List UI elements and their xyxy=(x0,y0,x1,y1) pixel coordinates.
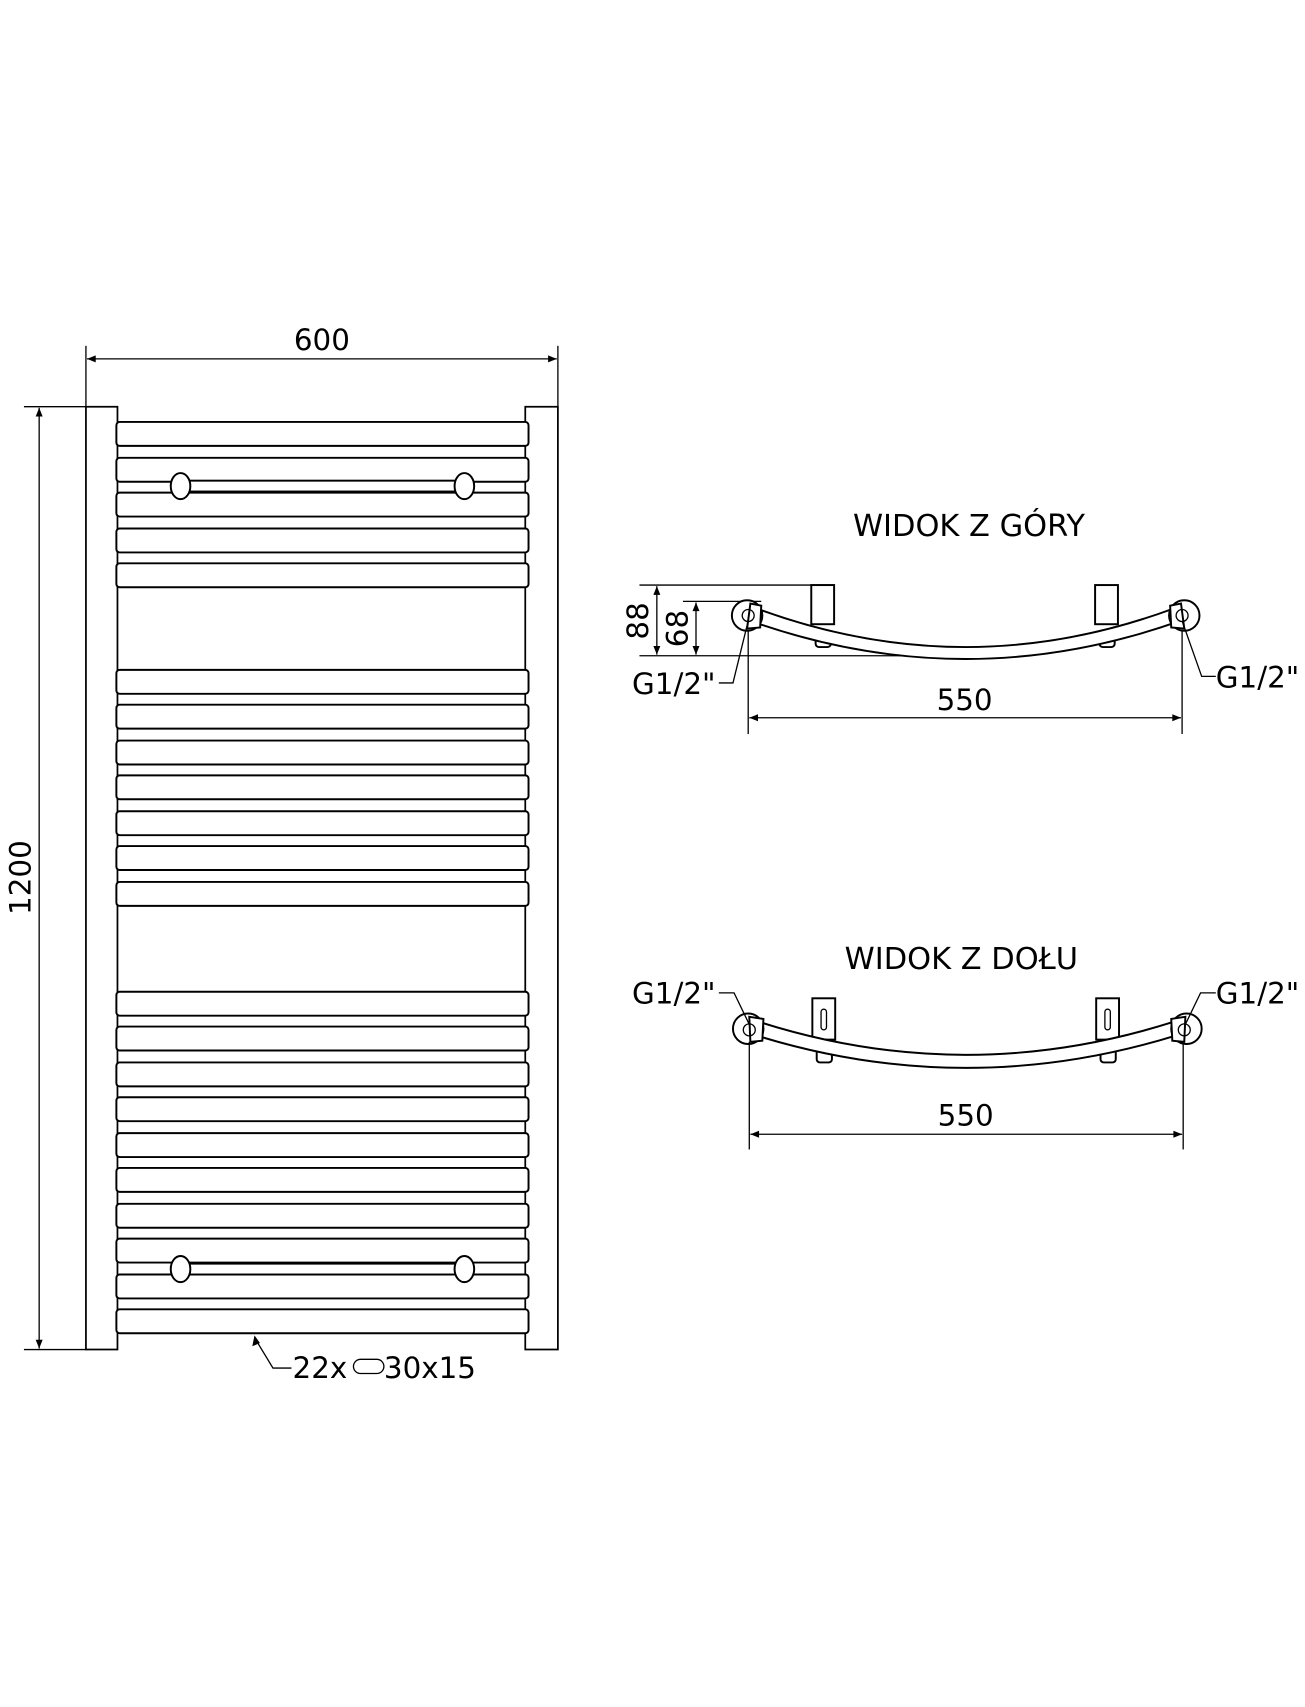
spacing-dimension-label: 550 xyxy=(938,1099,994,1133)
wall-mounts xyxy=(169,472,476,1284)
left-rail xyxy=(85,405,119,1351)
bar-count-label: 22x xyxy=(293,1351,348,1385)
spacing-dimension-label: 550 xyxy=(937,683,993,717)
pipe-connection-left xyxy=(731,1012,765,1045)
heating-bar xyxy=(115,1025,530,1052)
bar-callout: 22x 30x15 xyxy=(252,1335,476,1385)
wall-bracket xyxy=(810,584,836,626)
thread-right-label: G1/2" xyxy=(1216,660,1300,694)
heating-bar xyxy=(115,562,530,589)
bottom-view-title: WIDOK Z DOŁU xyxy=(845,942,1078,977)
heating-bar xyxy=(115,810,530,837)
front-view: 600 1200 22x 30x15 xyxy=(3,323,559,1385)
thread-left-label: G1/2" xyxy=(632,977,716,1011)
wall-bracket xyxy=(811,997,837,1041)
heating-bar xyxy=(115,491,530,518)
heating-bar xyxy=(115,1308,530,1335)
width-dimension: 600 xyxy=(85,323,559,407)
thread-left-label: G1/2" xyxy=(632,667,716,701)
thread-right-label: G1/2" xyxy=(1216,977,1300,1011)
top-view-title: WIDOK Z GÓRY xyxy=(853,507,1085,544)
heating-bar xyxy=(115,420,530,447)
pipe-connection-right xyxy=(1170,1012,1203,1045)
height-dimension-label: 1200 xyxy=(3,840,37,915)
heating-bar xyxy=(115,703,530,730)
heating-bar xyxy=(115,880,530,907)
heating-bar xyxy=(115,668,530,695)
heating-bar xyxy=(115,739,530,766)
heating-bar xyxy=(115,1202,530,1229)
bars xyxy=(115,420,530,1335)
wall-mount-point xyxy=(453,1255,476,1284)
bar-size-label: 30x15 xyxy=(384,1351,476,1385)
bottom-view: WIDOK Z DOŁU G1/2" G1/2" 550 xyxy=(632,942,1299,1150)
heating-bar xyxy=(115,1096,530,1123)
wall-bracket xyxy=(1095,997,1121,1041)
heating-bar xyxy=(115,990,530,1017)
heating-bar xyxy=(115,1061,530,1088)
heating-bar xyxy=(115,1132,530,1159)
mount-rod xyxy=(179,479,466,493)
heating-bar xyxy=(115,1166,530,1193)
pipe-connection-left xyxy=(730,599,764,632)
right-rail xyxy=(524,405,559,1351)
wall-mount-point xyxy=(169,472,192,501)
heating-bar xyxy=(115,527,530,554)
pipe-connection-right xyxy=(1168,599,1201,632)
height-dimension: 1200 xyxy=(3,406,118,1351)
wall-bracket xyxy=(1094,584,1119,626)
width-dimension-label: 600 xyxy=(294,323,350,357)
oval-profile-icon xyxy=(352,1358,385,1375)
wall-mount-point xyxy=(169,1255,192,1284)
heating-bar xyxy=(115,774,530,801)
depth-68-label: 68 xyxy=(660,610,694,647)
depth-88-label: 88 xyxy=(621,602,655,639)
heating-bar xyxy=(115,1237,530,1264)
wall-mount-point xyxy=(453,472,476,501)
top-view: WIDOK Z GÓRY 88 68 G1/2" G1/2" xyxy=(621,507,1300,735)
heating-bar xyxy=(115,845,530,871)
mount-rod xyxy=(179,1262,466,1276)
